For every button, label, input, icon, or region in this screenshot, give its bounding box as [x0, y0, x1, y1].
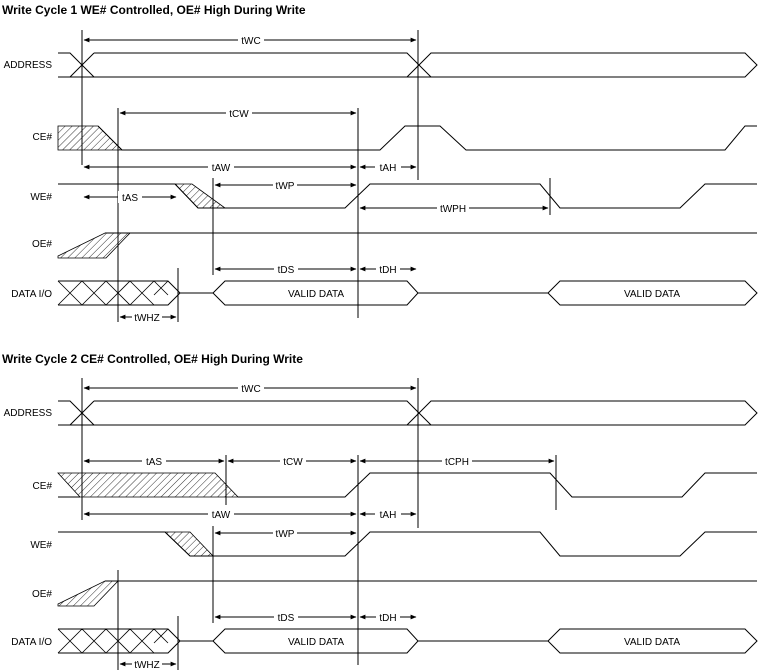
- label-twph: tWPH: [440, 204, 466, 215]
- label-tcw: tCW: [283, 457, 303, 468]
- address-waveform: [58, 52, 758, 78]
- data-label-valid-2: VALID DATA: [624, 637, 680, 648]
- diagram-2-title: Write Cycle 2 CE# Controlled, OE# High D…: [2, 352, 303, 366]
- label-tcw: tCW: [229, 109, 249, 120]
- oe-waveform: [57, 580, 757, 607]
- reference-lines: [81, 30, 551, 322]
- signal-label-ce: CE#: [33, 132, 53, 143]
- address-waveform: [58, 400, 758, 426]
- diagram-2: Write Cycle 2 CE# Controlled, OE# High D…: [2, 352, 758, 671]
- data-waveform: [57, 280, 758, 306]
- signal-label-oe: OE#: [32, 239, 52, 250]
- signal-label-address: ADDRESS: [4, 408, 53, 419]
- label-tas: tAS: [146, 457, 162, 468]
- signal-label-data: DATA I/O: [11, 289, 52, 300]
- label-twhz: tWHZ: [134, 660, 160, 671]
- timing-labels: tWC tAS tCW tCPH tAW tAH tWP tDS tDH tWH…: [132, 382, 472, 671]
- we-waveform: [58, 531, 757, 557]
- label-tcph: tCPH: [445, 457, 469, 468]
- data-label-valid-1: VALID DATA: [288, 289, 344, 300]
- label-twhz: tWHZ: [134, 313, 160, 324]
- label-twc: tWC: [241, 384, 260, 395]
- label-taw: tAW: [212, 510, 231, 521]
- label-tah: tAH: [380, 163, 397, 174]
- signal-label-we: WE#: [30, 192, 52, 203]
- timing-arrows: [83, 385, 555, 667]
- label-twc: tWC: [241, 36, 260, 47]
- data-waveform: [57, 628, 758, 654]
- label-tdh: tDH: [379, 613, 396, 624]
- signal-label-data: DATA I/O: [11, 637, 52, 648]
- diagram-1: Write Cycle 1 WE# Controlled, OE# High D…: [2, 3, 758, 324]
- oe-waveform: [57, 232, 757, 259]
- signal-label-address: ADDRESS: [4, 60, 53, 71]
- data-label-valid-1: VALID DATA: [288, 637, 344, 648]
- label-tas: tAS: [122, 193, 138, 204]
- label-tds: tDS: [278, 613, 295, 624]
- data-label-valid-2: VALID DATA: [624, 289, 680, 300]
- we-waveform: [58, 183, 757, 209]
- label-tah: tAH: [380, 510, 397, 521]
- timing-labels: tWC tCW tAW tAH tAS tWP tWPH tDS tDH tWH…: [118, 34, 469, 324]
- label-tds: tDS: [278, 265, 295, 276]
- signal-label-oe: OE#: [32, 589, 52, 600]
- reference-lines: [81, 378, 557, 670]
- signal-label-we: WE#: [30, 540, 52, 551]
- label-taw: tAW: [212, 163, 231, 174]
- ce-waveform: [57, 125, 757, 151]
- label-twp: tWP: [276, 181, 295, 192]
- diagram-1-title: Write Cycle 1 WE# Controlled, OE# High D…: [2, 3, 306, 17]
- signal-label-ce: CE#: [33, 481, 53, 492]
- ce-waveform: [57, 472, 757, 498]
- label-twp: tWP: [276, 529, 295, 540]
- timing-arrows: [83, 37, 549, 320]
- label-tdh: tDH: [379, 265, 396, 276]
